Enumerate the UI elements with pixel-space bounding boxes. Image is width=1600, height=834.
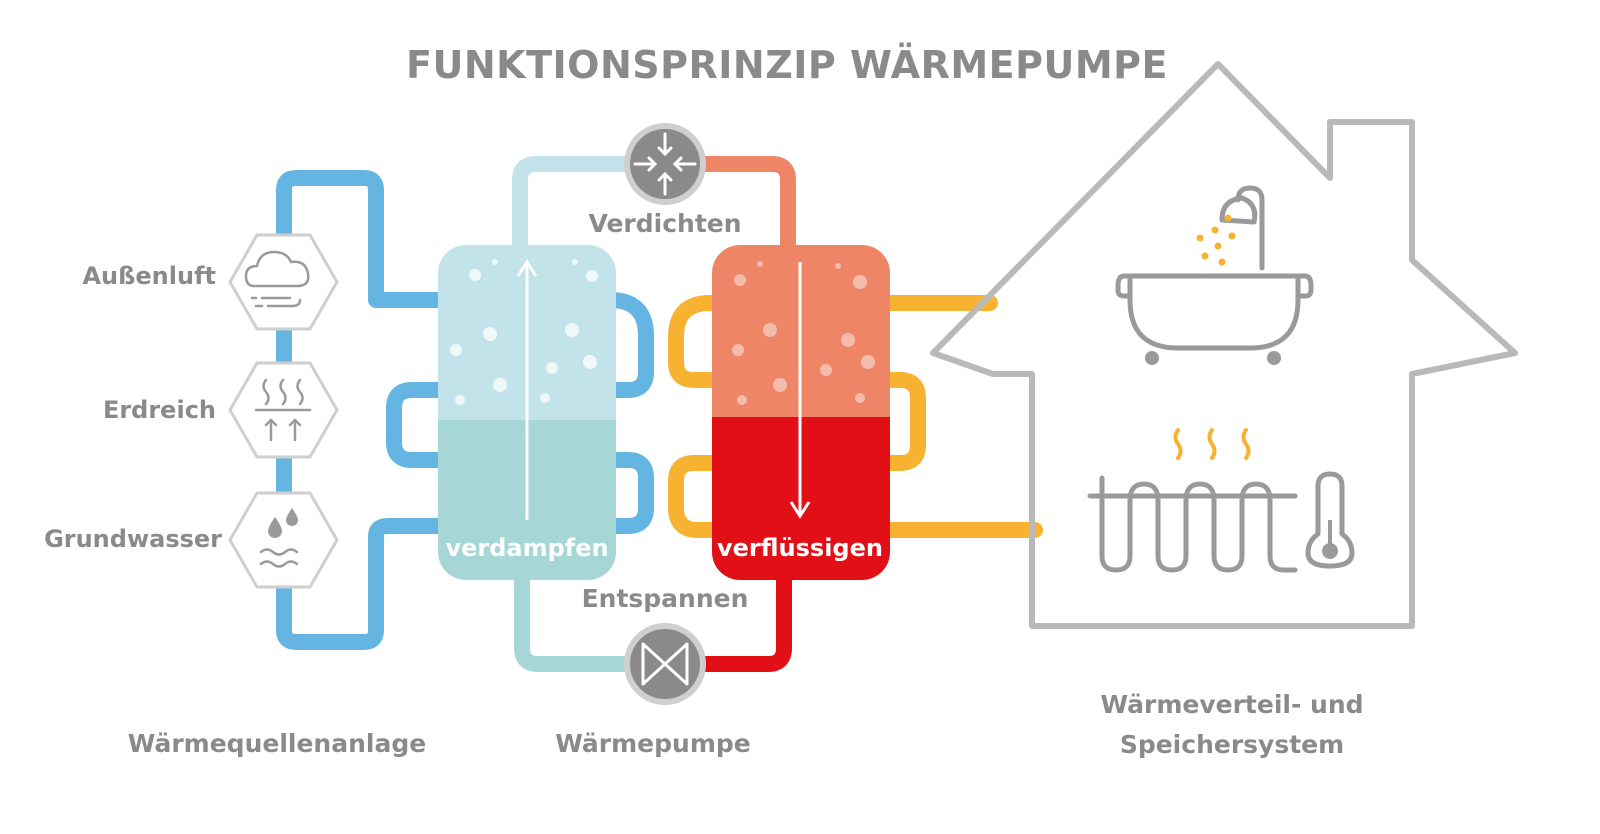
compressor-icon: [633, 132, 697, 196]
bathtub-shower-icon: [1115, 185, 1314, 365]
water-drops-icon: [259, 508, 299, 568]
thermometer-icon: [1305, 471, 1355, 569]
refrigerant-circuit: [512, 156, 796, 672]
vapor-bubbles: [450, 259, 598, 405]
source-groundwater: [228, 491, 339, 589]
source-air: [228, 233, 339, 331]
source-system-caption: Wärmequellenanlage: [128, 729, 426, 758]
distribution-caption-line1: Wärmeverteil- und: [1100, 690, 1363, 719]
flow-down-arrow: [789, 262, 811, 519]
source-ground: [228, 361, 339, 459]
source-label-groundwater: Grundwasser: [44, 525, 222, 553]
distribution-caption-line2: Speichersystem: [1120, 730, 1344, 759]
source-loop-pipe: [276, 170, 654, 650]
condenser: verflüssigen: [712, 245, 890, 580]
evaporator: verdampfen: [438, 245, 616, 580]
underfloor-heating-icon: [1087, 428, 1298, 573]
ground-heat-icon: [254, 378, 312, 442]
evaporate-label: verdampfen: [445, 534, 608, 562]
heat-waves: [1173, 428, 1251, 460]
expand-label: Entspannen: [582, 584, 749, 613]
cloud-wind-icon: [244, 250, 310, 308]
flow-up-arrow: [516, 259, 538, 520]
expansion-valve-icon: [641, 642, 689, 686]
source-label-ground: Erdreich: [103, 396, 216, 424]
house-outline: [930, 61, 1518, 629]
hot-vapor-bubbles: [732, 261, 875, 405]
source-label-air: Außenluft: [82, 262, 216, 290]
shower-water-drops: [1196, 214, 1236, 266]
condense-label: verflüssigen: [717, 534, 883, 562]
compressor: [624, 123, 706, 205]
heating-loop-pipe: [668, 295, 1043, 538]
heat-pump-caption: Wärmepumpe: [555, 729, 750, 758]
expansion-valve: [624, 623, 706, 705]
diagram-title: FUNKTIONSPRINZIP WÄRMEPUMPE: [406, 43, 1168, 87]
compress-label: Verdichten: [588, 209, 741, 238]
